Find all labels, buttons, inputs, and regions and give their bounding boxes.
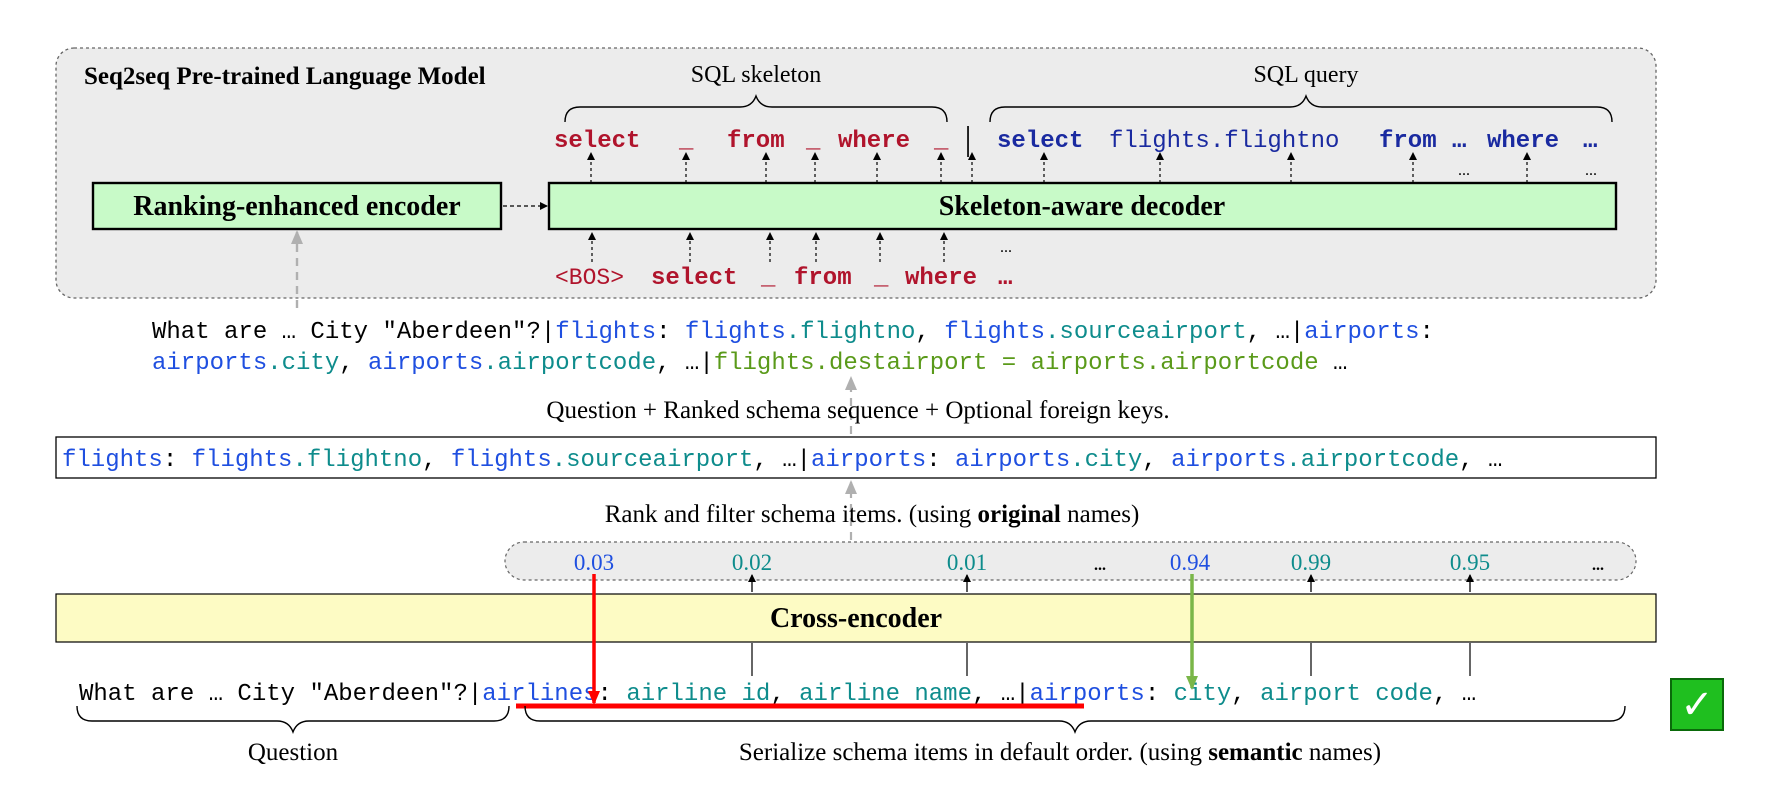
skeleton-aware-decoder-label: Skeleton-aware decoder	[939, 191, 1225, 222]
caption-input: Question + Ranked schema sequence + Opti…	[546, 397, 1169, 424]
decoder-output-arrows	[587, 152, 1531, 183]
ranked-schema-sequence: flights: flights.flightno, flights.sourc…	[62, 447, 1502, 474]
out-query-ellipsis: …	[1583, 128, 1597, 155]
question-label: Question	[248, 739, 339, 766]
foreign-key-text: flights.destairport = airports.airportco…	[714, 350, 1319, 377]
out-dots: ...	[1585, 162, 1597, 179]
out-query-where: where	[1487, 128, 1559, 155]
sql-skeleton-label: SQL skeleton	[691, 62, 821, 88]
schema-to-cross-encoder-lines	[751, 643, 1471, 676]
in-where: where	[905, 265, 977, 292]
score-value: 0.02	[732, 550, 772, 575]
out-skeleton-blank: _	[678, 128, 694, 155]
cross-encoder-score-arrows	[748, 574, 1474, 592]
in-dots: ...	[1000, 239, 1012, 256]
out-skeleton-from: from	[727, 128, 785, 155]
cross-encoder-box	[55, 593, 1657, 643]
in-from: from	[794, 265, 852, 292]
in-bos: <BOS>	[555, 265, 624, 291]
score-value: 0.94	[1170, 550, 1211, 575]
check-badge	[1670, 678, 1724, 731]
model-title: Seq2seq Pre-trained Language Model	[84, 63, 486, 90]
score-value: 0.99	[1291, 550, 1331, 575]
sql-query-label: SQL query	[1253, 62, 1358, 88]
score-value: 0.03	[574, 550, 614, 575]
score-ellipsis: ...	[1094, 557, 1106, 574]
question-text: What are … City "Aberdeen"?	[152, 319, 541, 346]
skeleton-aware-decoder-box	[547, 181, 1618, 231]
out-query-column: flights.flightno	[1109, 128, 1339, 155]
sql-skeleton-brace	[564, 93, 948, 123]
scores-container	[504, 541, 1637, 581]
table-token: airports	[1304, 319, 1419, 346]
sql-query-brace	[989, 93, 1613, 123]
in-blank: _	[873, 265, 889, 292]
out-skeleton-blank: _	[933, 128, 949, 155]
out-query-ellipsis: …	[1452, 128, 1466, 155]
schema-brace	[524, 705, 1626, 735]
out-query-select: select	[997, 128, 1083, 155]
question-brace	[76, 705, 510, 735]
table-token: flights	[555, 319, 656, 346]
question-text: What are … City "Aberdeen"?	[79, 681, 468, 708]
out-query-from: from	[1379, 128, 1437, 155]
in-ellipsis: …	[998, 265, 1012, 292]
score-ellipsis: ...	[1592, 557, 1604, 574]
in-select: select	[651, 265, 737, 292]
cross-encoder-label: Cross-encoder	[770, 603, 942, 634]
out-skeleton-where: where	[838, 128, 910, 155]
caption-rank: Rank and filter schema items. (using ori…	[605, 501, 1140, 528]
ranking-enhanced-encoder-label: Ranking-enhanced encoder	[133, 191, 460, 222]
checkmark-icon: ✓	[1680, 682, 1714, 728]
serialized-input: What are … City "Aberdeen"?|airlines: ai…	[79, 681, 1476, 708]
score-value: 0.01	[947, 550, 987, 575]
decoder-input-arrows	[588, 232, 948, 262]
out-skeleton-select: select	[554, 128, 640, 155]
encoder-input-line-1: What are … City "Aberdeen"?|flights: fli…	[152, 319, 1434, 346]
encoder-input-line-2: airports.city, airports.airportcode, …|f…	[152, 350, 1347, 377]
caption-serialize: Serialize schema items in default order.…	[739, 739, 1381, 766]
ranking-enhanced-encoder-box	[91, 181, 503, 231]
in-blank: _	[760, 265, 776, 292]
model-panel	[55, 47, 1657, 299]
score-value: 0.95	[1450, 550, 1490, 575]
out-separator: |	[965, 121, 972, 158]
ranked-schema-box	[55, 436, 1657, 479]
out-dots: ...	[1458, 162, 1470, 179]
out-skeleton-blank: _	[805, 128, 821, 155]
